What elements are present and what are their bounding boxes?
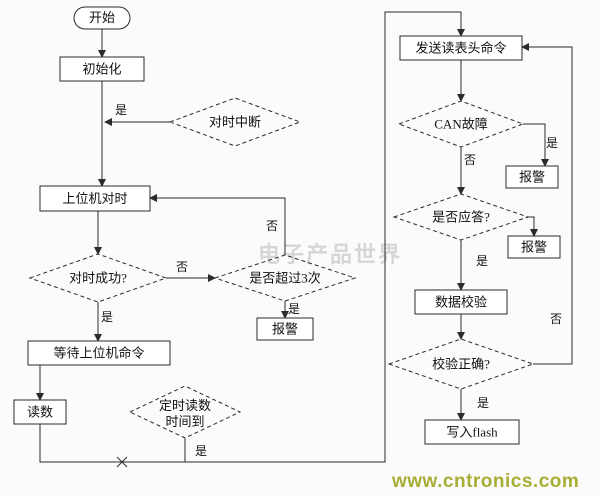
node-wait-cmd-label: 等待上位机命令 [53, 346, 144, 361]
node-data-verify: 数据校验 [414, 289, 508, 315]
node-verify-ok: 校验正确? [387, 338, 535, 390]
node-start: 开始 [73, 6, 131, 30]
edge-labels: 是 否 否 是 是 是 是 否 是 否 是 [101, 103, 562, 458]
site-watermark: www.cntronics.com [391, 471, 579, 492]
node-can-fault: CAN故障 [397, 100, 525, 148]
node-timer-label-line2: 时间到 [165, 414, 204, 429]
node-read-label: 读数 [27, 405, 53, 420]
node-init-label: 初始化 [82, 62, 121, 77]
node-exceed3: 是否超过3次 [213, 254, 357, 302]
node-host-sync-label: 上位机对时 [62, 191, 127, 206]
label-timer-yes: 是 [195, 444, 207, 458]
node-verify-ok-label: 校验正确? [432, 357, 490, 372]
node-send-cmd-label: 发送读表头命令 [415, 41, 506, 56]
node-start-label: 开始 [89, 10, 115, 25]
label-response-yes: 是 [476, 254, 488, 268]
node-data-verify-label: 数据校验 [435, 295, 487, 310]
edge-canfault-alarm2 [523, 123, 549, 167]
label-interrupt-yes: 是 [115, 103, 127, 117]
node-wait-cmd: 等待上位机命令 [27, 340, 171, 366]
node-sync-interrupt: 对时中断 [168, 97, 302, 147]
flow-edges [36, 11, 573, 468]
node-response: 是否应答? [392, 193, 530, 241]
node-init: 初始化 [59, 56, 145, 82]
edge-verifyok-sendcmd-loop [521, 43, 573, 365]
label-sync-yes: 是 [101, 310, 113, 324]
node-host-sync: 上位机对时 [39, 185, 151, 212]
node-read: 读数 [13, 399, 67, 425]
label-exceed-loop-no: 否 [266, 219, 278, 233]
edge-response-alarm3 [528, 216, 538, 237]
node-send-cmd: 发送读表头命令 [399, 35, 523, 61]
edge-bottom-loop-to-sendcmd [39, 11, 465, 463]
node-alarm1: 报警 [256, 317, 314, 341]
label-can-no: 否 [464, 153, 476, 167]
junction-cross-icon [116, 456, 128, 468]
node-sync-success-label: 对时成功? [69, 271, 127, 286]
node-alarm3-label: 报警 [521, 240, 547, 255]
label-sync-no: 否 [176, 260, 188, 274]
node-flash-label: 写入flash [446, 425, 498, 440]
label-verify-no: 否 [550, 312, 562, 326]
node-flash: 写入flash [424, 419, 520, 445]
label-exceed-yes: 是 [288, 302, 300, 316]
node-sync-interrupt-label: 对时中断 [209, 115, 261, 130]
label-verify-yes: 是 [477, 396, 489, 410]
label-can-yes: 是 [546, 136, 558, 150]
node-exceed3-label: 是否超过3次 [249, 271, 321, 286]
node-alarm2: 报警 [505, 165, 559, 189]
node-alarm2-label: 报警 [519, 170, 545, 185]
node-can-fault-label: CAN故障 [434, 117, 487, 132]
edge-exceed3-hostsync-loop [149, 194, 286, 255]
node-alarm1-label: 报警 [272, 322, 298, 337]
center-watermark: 电子产品世界 [258, 242, 402, 267]
node-alarm3: 报警 [507, 235, 561, 259]
node-sync-success: 对时成功? [28, 253, 168, 303]
node-timer-label-line1: 定时读数 [159, 398, 211, 413]
node-response-label: 是否应答? [432, 210, 490, 225]
node-timer: 定时读数 时间到 [128, 385, 242, 439]
